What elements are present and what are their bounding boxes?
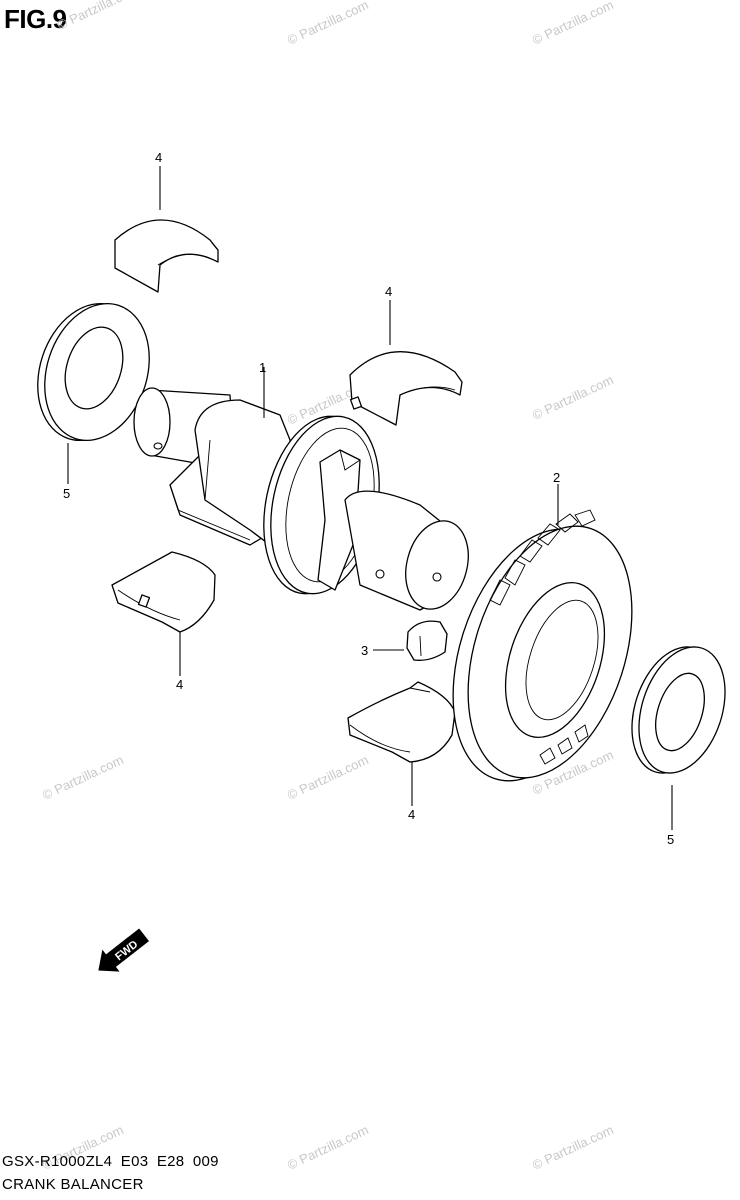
callouts: 4 4 1 2 3 4 4 5 5 bbox=[63, 150, 674, 847]
callout-bearing-top: 4 bbox=[155, 150, 162, 165]
watermark: © Partzilla.com bbox=[285, 752, 371, 803]
figure-title: FIG.9 bbox=[4, 4, 67, 34]
bearing-mid[interactable] bbox=[349, 351, 463, 426]
watermark: © Partzilla.com bbox=[530, 1122, 616, 1173]
balancer-gear[interactable] bbox=[423, 505, 661, 802]
watermark: © Partzilla.com bbox=[40, 752, 126, 803]
balancer-shaft[interactable] bbox=[133, 387, 478, 616]
callout-shaft: 1 bbox=[259, 360, 266, 375]
watermark: © Partzilla.com bbox=[285, 0, 371, 48]
callout-washer-right: 5 bbox=[667, 832, 674, 847]
callout-bearing-left: 4 bbox=[176, 677, 183, 692]
footer-model-code: GSX-R1000ZL4 E03 E28 009 bbox=[2, 1153, 219, 1170]
fwd-arrow: FWD bbox=[98, 928, 149, 972]
callout-bearing-mid: 4 bbox=[385, 284, 392, 299]
watermark: © Partzilla.com bbox=[530, 372, 616, 423]
leader-lines bbox=[67, 166, 673, 830]
callout-bearing-bottom: 4 bbox=[408, 807, 415, 822]
washer-right[interactable] bbox=[617, 636, 740, 784]
footer-section-name: CRANK BALANCER bbox=[2, 1176, 144, 1193]
watermark: © Partzilla.com bbox=[285, 1122, 371, 1173]
bearing-top[interactable] bbox=[114, 219, 219, 293]
watermark: © Partzilla.com bbox=[55, 0, 141, 33]
woodruff-key[interactable] bbox=[406, 620, 448, 661]
washer-left[interactable] bbox=[21, 290, 166, 454]
callout-washer-left: 5 bbox=[63, 486, 70, 501]
bearing-left[interactable] bbox=[111, 551, 216, 633]
watermark: © Partzilla.com bbox=[530, 0, 616, 48]
callout-key: 3 bbox=[361, 643, 368, 658]
callout-gear: 2 bbox=[553, 470, 560, 485]
bearing-bottom[interactable] bbox=[347, 681, 456, 763]
